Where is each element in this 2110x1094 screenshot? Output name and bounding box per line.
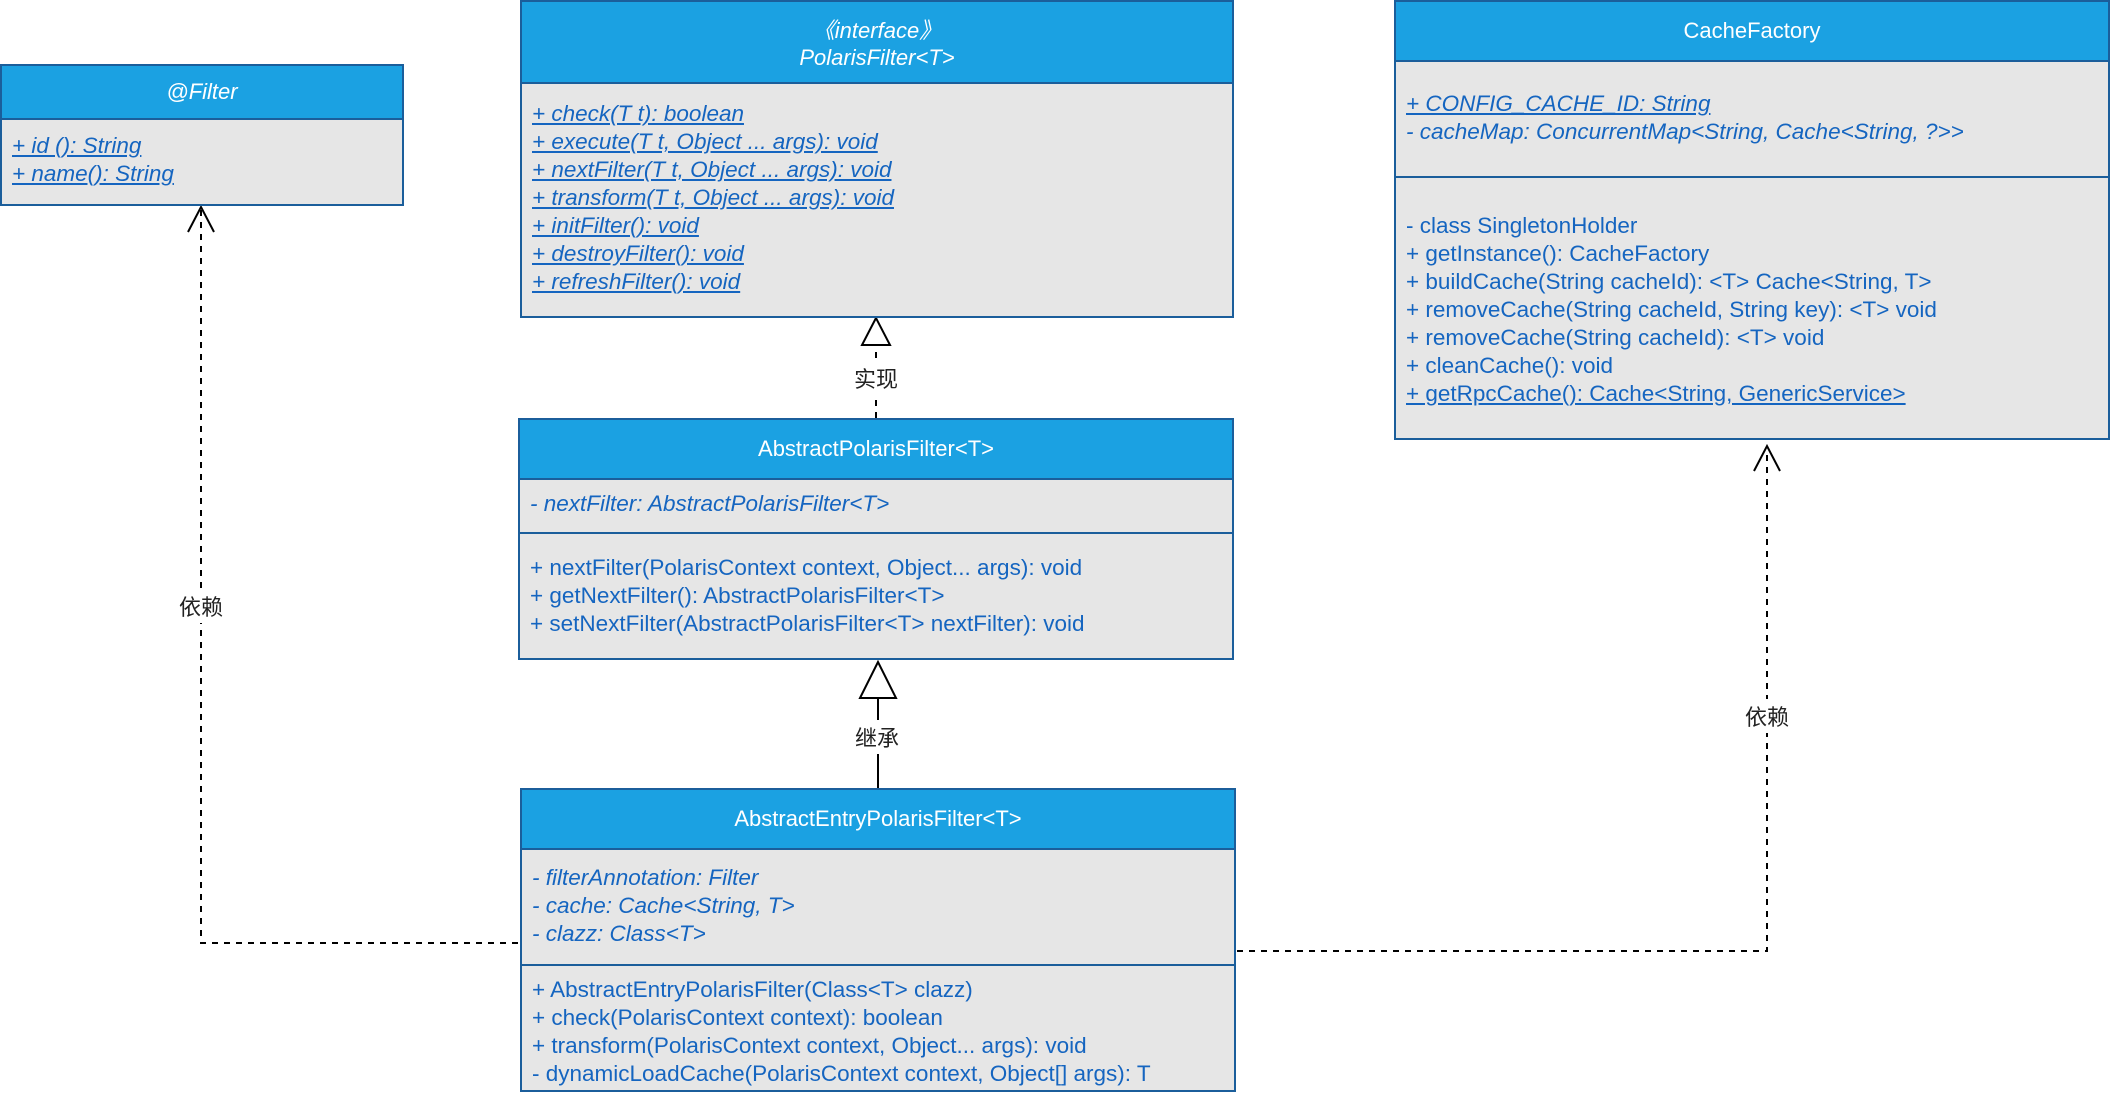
methods-section: + nextFilter(PolarisContext context, Obj… [520, 532, 1232, 644]
class-abstract-polaris-filter[interactable]: AbstractPolarisFilter<T> - nextFilter: A… [518, 418, 1234, 660]
edge-label-depend-cache: 依赖 [1741, 699, 1793, 733]
class-filter-annotation[interactable]: @Filter + id (): String + name(): String [0, 64, 404, 206]
edge-label-depend-filter: 依赖 [175, 589, 227, 623]
class-header: AbstractEntryPolarisFilter<T> [522, 790, 1234, 850]
class-header: AbstractPolarisFilter<T> [520, 420, 1232, 480]
methods-section: - class SingletonHolder + getInstance():… [1396, 176, 2108, 414]
method-row: + execute(T t, Object ... args): void [532, 129, 878, 154]
field-row: - cache: Cache<String, T> [532, 893, 795, 918]
methods-section: + check(T t): boolean + execute(T t, Obj… [522, 84, 1232, 302]
interface-stereotype: 《interface》 [812, 18, 942, 43]
method-row: + cleanCache(): void [1406, 353, 1613, 378]
field-row: - nextFilter: AbstractPolarisFilter<T> [530, 491, 890, 516]
inheritance-arrowhead [858, 659, 898, 699]
class-name: PolarisFilter<T> [799, 45, 955, 70]
method-row: + initFilter(): void [532, 213, 699, 238]
methods-section: + AbstractEntryPolarisFilter(Class<T> cl… [522, 964, 1234, 1094]
dependency-arrowhead-filter [187, 204, 215, 233]
class-header: CacheFactory [1396, 2, 2108, 62]
fields-section: - filterAnnotation: Filter - cache: Cach… [522, 850, 1234, 964]
method-row: + refreshFilter(): void [532, 269, 741, 294]
methods-section: + id (): String + name(): String [2, 120, 402, 194]
method-row: + getNextFilter(): AbstractPolarisFilter… [530, 583, 945, 608]
dependency-line-cache [1237, 450, 1768, 952]
method-row: + setNextFilter(AbstractPolarisFilter<T>… [530, 611, 1085, 636]
realization-arrowhead [860, 315, 892, 346]
method-row: - dynamicLoadCache(PolarisContext contex… [532, 1061, 1151, 1086]
method-row: + buildCache(String cacheId): <T> Cache<… [1406, 269, 1932, 294]
edge-label-realize: 实现 [850, 361, 902, 395]
method-row: + name(): String [12, 161, 174, 186]
method-row: + nextFilter(T t, Object ... args): void [532, 157, 892, 182]
method-row: + id (): String [12, 133, 142, 158]
class-name: @Filter [166, 79, 238, 104]
class-name: CacheFactory [1683, 18, 1821, 43]
method-row: + transform(T t, Object ... args): void [532, 185, 894, 210]
method-row: + getInstance(): CacheFactory [1406, 241, 1710, 266]
method-row: + check(PolarisContext context): boolean [532, 1005, 943, 1030]
field-row: - clazz: Class<T> [532, 921, 706, 946]
method-row: + getRpcCache(): Cache<String, GenericSe… [1406, 381, 1906, 406]
fields-section: + CONFIG_CACHE_ID: String - cacheMap: Co… [1396, 62, 2108, 176]
class-cache-factory[interactable]: CacheFactory + CONFIG_CACHE_ID: String -… [1394, 0, 2110, 440]
method-row: - class SingletonHolder [1406, 213, 1638, 238]
class-name: AbstractPolarisFilter<T> [758, 436, 994, 461]
method-row: + AbstractEntryPolarisFilter(Class<T> cl… [532, 977, 973, 1002]
method-row: + nextFilter(PolarisContext context, Obj… [530, 555, 1083, 580]
fields-section: - nextFilter: AbstractPolarisFilter<T> [520, 480, 1232, 532]
method-row: + removeCache(String cacheId): <T> void [1406, 325, 1825, 350]
method-row: + removeCache(String cacheId, String key… [1406, 297, 1937, 322]
field-row: + CONFIG_CACHE_ID: String [1406, 91, 1711, 116]
method-row: + check(T t): boolean [532, 101, 744, 126]
edge-label-inherit: 继承 [851, 720, 903, 754]
class-abstract-entry-polaris-filter[interactable]: AbstractEntryPolarisFilter<T> - filterAn… [520, 788, 1236, 1092]
method-row: + destroyFilter(): void [532, 241, 744, 266]
class-name: AbstractEntryPolarisFilter<T> [734, 806, 1022, 831]
dependency-arrowhead-cache [1753, 443, 1781, 472]
method-row: + transform(PolarisContext context, Obje… [532, 1033, 1087, 1058]
class-header: 《interface》 PolarisFilter<T> [522, 2, 1232, 84]
class-polaris-filter-interface[interactable]: 《interface》 PolarisFilter<T> + check(T t… [520, 0, 1234, 318]
class-header: @Filter [2, 66, 402, 120]
field-row: - filterAnnotation: Filter [532, 865, 759, 890]
field-row: - cacheMap: ConcurrentMap<String, Cache<… [1406, 119, 1964, 144]
dependency-line-filter [200, 210, 518, 944]
